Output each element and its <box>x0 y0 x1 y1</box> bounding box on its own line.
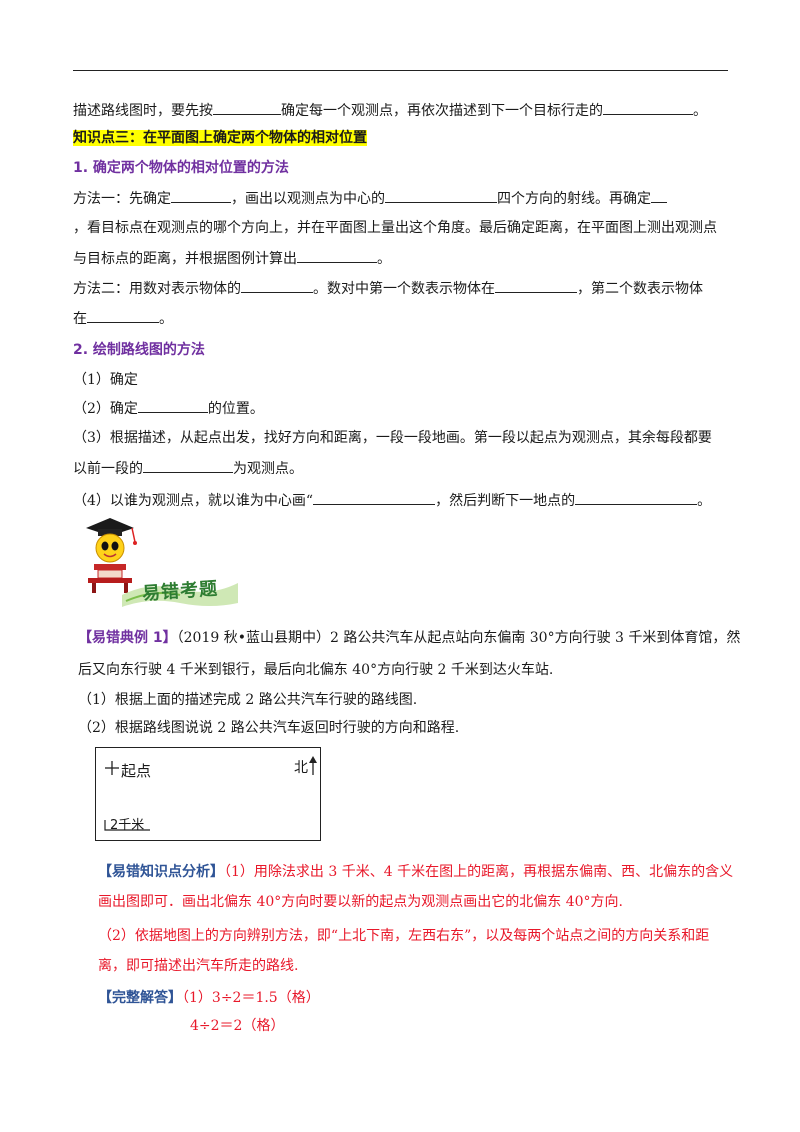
mascot-icon <box>86 518 137 593</box>
step-3-line-2: 以前一段的为观测点。 <box>73 458 303 479</box>
answer-blank[interactable] <box>495 278 577 293</box>
route-description-line: 描述路线图时，要先按 确定每一个观测点，再依次描述到下一个目标行走的 。 <box>73 100 707 121</box>
text-segment: 。 <box>693 103 707 119</box>
method-1-line-3: 与目标点的距离，并根据图例计算出。 <box>73 248 391 269</box>
answer-blank[interactable] <box>651 188 667 203</box>
answer-blank[interactable] <box>87 308 159 323</box>
scale-bar-icon <box>104 820 150 831</box>
method-1-line-1: 方法一：先确定，画出以观测点为中心的四个方向的射线。再确定 <box>73 188 667 209</box>
answer-blank[interactable] <box>171 188 231 203</box>
method-1-line-2: ，看目标点在观测点的哪个方向上，并在平面图上量出这个角度。最后确定距离，在平面图… <box>73 220 717 236</box>
section-1-title: 1. 确定两个物体的相对位置的方法 <box>73 160 289 176</box>
answer-blank[interactable] <box>241 278 313 293</box>
answer-blank[interactable] <box>313 490 436 505</box>
start-point-cross-icon <box>105 761 119 775</box>
section-2-title: 2. 绘制路线图的方法 <box>73 342 205 358</box>
north-arrow-icon <box>309 756 317 775</box>
answer-blank[interactable] <box>603 100 693 115</box>
start-point-label: 起点 <box>121 762 152 780</box>
banner-text: 易错考题 <box>141 578 219 605</box>
method-2-line-1: 方法二：用数对表示物体的。数对中第一个数表示物体在，第二个数表示物体 <box>73 278 703 299</box>
knowledge-point-3-title: 知识点三：在平面图上确定两个物体的相对位置 <box>73 130 367 146</box>
answer-blank[interactable] <box>137 398 208 413</box>
question-1: （1）根据上面的描述完成 2 路公共汽车行驶的路线图. <box>78 692 418 708</box>
answer-blank[interactable] <box>575 490 698 505</box>
analysis-line-4: 离，即可描述出汽车所走的路线. <box>98 958 299 974</box>
scale-label: 2千米 <box>110 818 145 833</box>
analysis-line-3: （2）依据地图上的方向辨别方法，即“上北下南，左西右东”，以及每两个站点之间的方… <box>98 928 710 944</box>
north-label: 北 <box>294 760 308 776</box>
analysis-line-2: 画出图即可．画出北偏东 40°方向时要以新的起点为观测点画出它的北偏东 40°方… <box>98 894 623 910</box>
step-2: （2）确定的位置。 <box>73 398 264 419</box>
analysis-tag: 【易错知识点分析】 <box>98 864 224 880</box>
answer-blank[interactable] <box>385 188 497 203</box>
example-1-line-1: 【易错典例 1】（2019 秋•蓝山县期中）2 路公共汽车从起点站向东偏南 30… <box>78 630 741 646</box>
answer-blank[interactable] <box>143 458 233 473</box>
example-tag: 【易错典例 1】 <box>78 630 177 646</box>
step-3-line-1: （3）根据描述，从起点出发，找好方向和距离，一段一段地画。第一段以起点为观测点，… <box>73 430 712 446</box>
answer-line-2: 4÷2＝2（格） <box>190 1018 285 1034</box>
error-prone-banner: 易错考题 <box>120 573 240 609</box>
answer-line-1: 【完整解答】（1）3÷2＝1.5（格） <box>98 990 320 1006</box>
mascot-illustration <box>80 512 140 594</box>
text-segment: 确定每一个观测点，再依次描述到下一个目标行走的 <box>281 103 603 119</box>
header-rule <box>73 70 728 71</box>
step-4: （4）以谁为观测点，就以谁为中心画“，然后判断下一地点的。 <box>73 490 711 511</box>
answer-blank[interactable] <box>213 100 281 115</box>
analysis-line-1: 【易错知识点分析】（1）用除法求出 3 千米、4 千米在图上的距离，再根据东偏南… <box>98 864 734 880</box>
banner-ribbon-icon <box>122 583 238 607</box>
example-1-line-2: 后又向东行驶 4 千米到银行，最后向北偏东 40°方向行驶 2 千米到达火车站. <box>78 662 554 678</box>
route-map-box: 起点 北 2千米 <box>95 747 321 841</box>
step-1: （1）确定 <box>73 372 138 388</box>
method-2-line-2: 在。 <box>73 308 173 329</box>
text-segment: 描述路线图时，要先按 <box>73 103 213 119</box>
answer-blank[interactable] <box>297 248 377 263</box>
question-2: （2）根据路线图说说 2 路公共汽车返回时行驶的方向和路程. <box>78 720 460 736</box>
answer-tag: 【完整解答】 <box>98 990 182 1006</box>
